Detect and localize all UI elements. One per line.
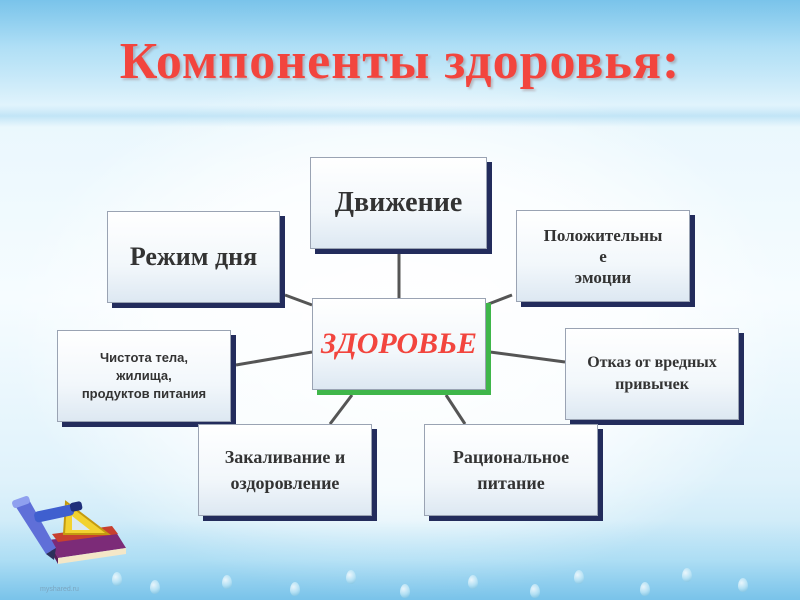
stationery-clipart (12, 496, 126, 564)
water-drop-decoration (468, 575, 478, 589)
water-drop-decoration (640, 582, 650, 596)
center-node-health: ЗДОРОВЬЕ (312, 298, 486, 390)
pen-icon (12, 496, 56, 560)
connector-nutrition (444, 394, 467, 425)
node-quit-bad-habits: Отказ от вредных привычек (565, 328, 739, 420)
water-drop-decoration (574, 570, 584, 584)
water-drop-decoration (738, 578, 748, 592)
node-bad-habits-line-1: Отказ от вредных (587, 354, 717, 371)
connector-cleanliness (235, 350, 313, 367)
water-drop-decoration (112, 572, 122, 586)
water-drop-decoration (346, 570, 356, 584)
water-drop-decoration (222, 575, 232, 589)
node-emotions-line-3: эмоции (574, 267, 632, 287)
node-cleanliness-line-2: жилища, (116, 368, 172, 383)
node-rational-nutrition: Рациональное питание (424, 424, 598, 516)
node-hardening-line-2: оздоровление (230, 473, 340, 493)
node-cleanliness-line-3: продуктов питания (81, 386, 207, 401)
node-emotions-line-1: Положительны (543, 225, 663, 245)
center-node-label: ЗДОРОВЬЕ (320, 327, 478, 360)
water-drop-decoration (400, 584, 410, 598)
connector-hardening (328, 394, 354, 425)
water-drop-decoration (530, 584, 540, 598)
node-cleanliness: Чистота тела, жилища, продуктов питания (57, 330, 231, 422)
node-movement-label: Движение (334, 187, 463, 218)
node-hardening-line-1: Закаливание и (224, 447, 346, 467)
top-band (0, 0, 800, 118)
node-positive-emotions: Положительны е эмоции (516, 210, 690, 302)
slide-title: Компоненты здоровья: (119, 33, 681, 90)
connector-bad-habits (489, 350, 566, 364)
node-daily-regime: Режим дня (107, 211, 280, 303)
node-cleanliness-line-1: Чистота тела, (99, 350, 189, 365)
node-emotions-line-2: е (599, 246, 607, 266)
water-drop-decoration (682, 568, 692, 582)
node-nutrition-line-1: Рациональное (452, 447, 570, 467)
connector-regime (284, 293, 313, 307)
node-nutrition-line-2: питание (477, 473, 545, 493)
connector-emotions (485, 293, 513, 307)
title-stripe (0, 105, 800, 127)
marker-icon (34, 501, 83, 523)
water-drop-decoration (290, 582, 300, 596)
node-daily-regime-label: Режим дня (129, 242, 258, 271)
watermark: myshared.ru (40, 586, 79, 593)
water-drop-decoration (150, 580, 160, 594)
node-movement: Движение (310, 157, 487, 249)
node-hardening: Закаливание и оздоровление (198, 424, 372, 516)
node-bad-habits-line-2: привычек (615, 376, 689, 393)
